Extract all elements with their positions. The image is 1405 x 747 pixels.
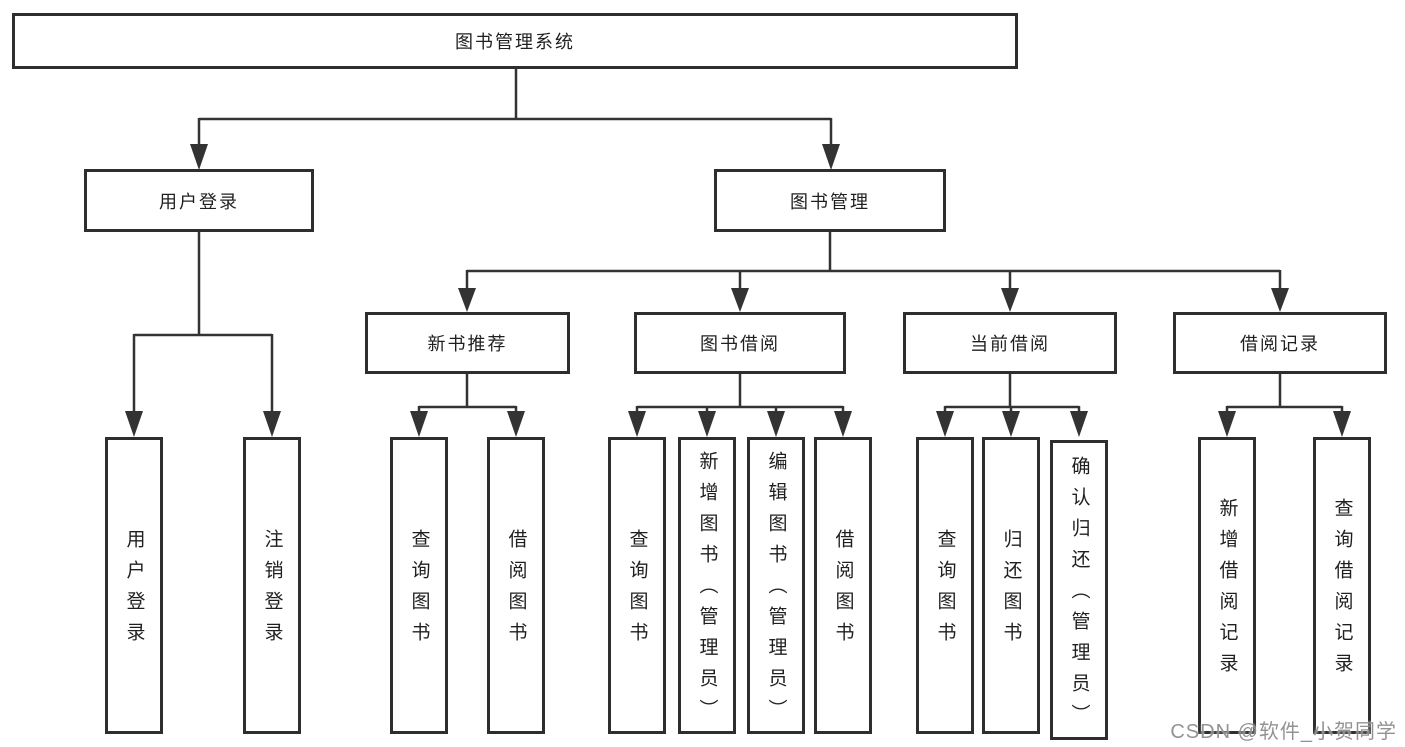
leaf-bb-add-books-admin: 新增图书（管理员） xyxy=(678,437,736,734)
node-current-borrow: 当前借阅 xyxy=(903,312,1117,374)
node-current-borrow-label: 当前借阅 xyxy=(970,334,1050,354)
leaf-cb-return-books-label: 归还图书 xyxy=(1000,528,1022,653)
node-root-library-system: 图书管理系统 xyxy=(12,13,1018,69)
leaf-user-login-label: 用户登录 xyxy=(123,528,145,653)
leaf-cb-confirm-return-admin-label: 确认归还（管理员） xyxy=(1068,455,1090,735)
node-borrow-records: 借阅记录 xyxy=(1173,312,1387,374)
leaf-br-add-record: 新增借阅记录 xyxy=(1198,437,1256,734)
leaf-nbr-query-books: 查询图书 xyxy=(390,437,448,734)
watermark-csdn: CSDN @软件_小贺同学 xyxy=(1170,721,1397,743)
connector-user-login-children xyxy=(125,231,281,437)
connector-book-management-children xyxy=(458,231,1289,312)
connector-borrow-records-children xyxy=(1218,373,1351,437)
leaf-nbr-borrow-books-label: 借阅图书 xyxy=(505,528,527,653)
leaf-bb-borrow-books: 借阅图书 xyxy=(814,437,872,734)
leaf-br-add-record-label: 新增借阅记录 xyxy=(1216,497,1238,684)
leaf-br-query-record: 查询借阅记录 xyxy=(1313,437,1371,734)
leaf-cb-confirm-return-admin: 确认归还（管理员） xyxy=(1050,440,1108,740)
leaf-nbr-query-books-label: 查询图书 xyxy=(408,528,430,653)
leaf-nbr-borrow-books: 借阅图书 xyxy=(487,437,545,734)
node-new-book-recommend-label: 新书推荐 xyxy=(427,334,508,354)
node-root-label: 图书管理系统 xyxy=(455,32,575,52)
leaf-bb-add-books-admin-label: 新增图书（管理员） xyxy=(696,451,718,730)
node-borrow-records-label: 借阅记录 xyxy=(1240,334,1320,354)
node-book-borrow-label: 图书借阅 xyxy=(700,334,780,354)
leaf-logout-login: 注销登录 xyxy=(243,437,301,734)
connector-new-book-recommend-children xyxy=(410,373,525,437)
connector-book-borrow-children xyxy=(628,373,852,437)
leaf-bb-query-books: 查询图书 xyxy=(608,437,666,734)
connector-root-to-level2 xyxy=(190,68,840,170)
leaf-cb-query-books-label: 查询图书 xyxy=(934,528,956,653)
leaf-br-query-record-label: 查询借阅记录 xyxy=(1331,497,1353,684)
node-user-login-label: 用户登录 xyxy=(159,191,239,212)
leaf-logout-login-label: 注销登录 xyxy=(261,528,283,653)
node-new-book-recommend: 新书推荐 xyxy=(365,312,570,374)
leaf-bb-edit-books-admin-label: 编辑图书（管理员） xyxy=(765,451,787,730)
leaf-bb-query-books-label: 查询图书 xyxy=(626,528,648,653)
node-book-management: 图书管理 xyxy=(714,169,946,232)
leaf-bb-edit-books-admin: 编辑图书（管理员） xyxy=(747,437,805,734)
leaf-cb-query-books: 查询图书 xyxy=(916,437,974,734)
node-user-login: 用户登录 xyxy=(84,169,314,232)
leaf-cb-return-books: 归还图书 xyxy=(982,437,1040,734)
leaf-bb-borrow-books-label: 借阅图书 xyxy=(832,528,854,653)
node-book-management-label: 图书管理 xyxy=(790,191,870,212)
node-book-borrow: 图书借阅 xyxy=(634,312,846,374)
connector-current-borrow-children xyxy=(936,373,1088,437)
leaf-user-login: 用户登录 xyxy=(105,437,163,734)
